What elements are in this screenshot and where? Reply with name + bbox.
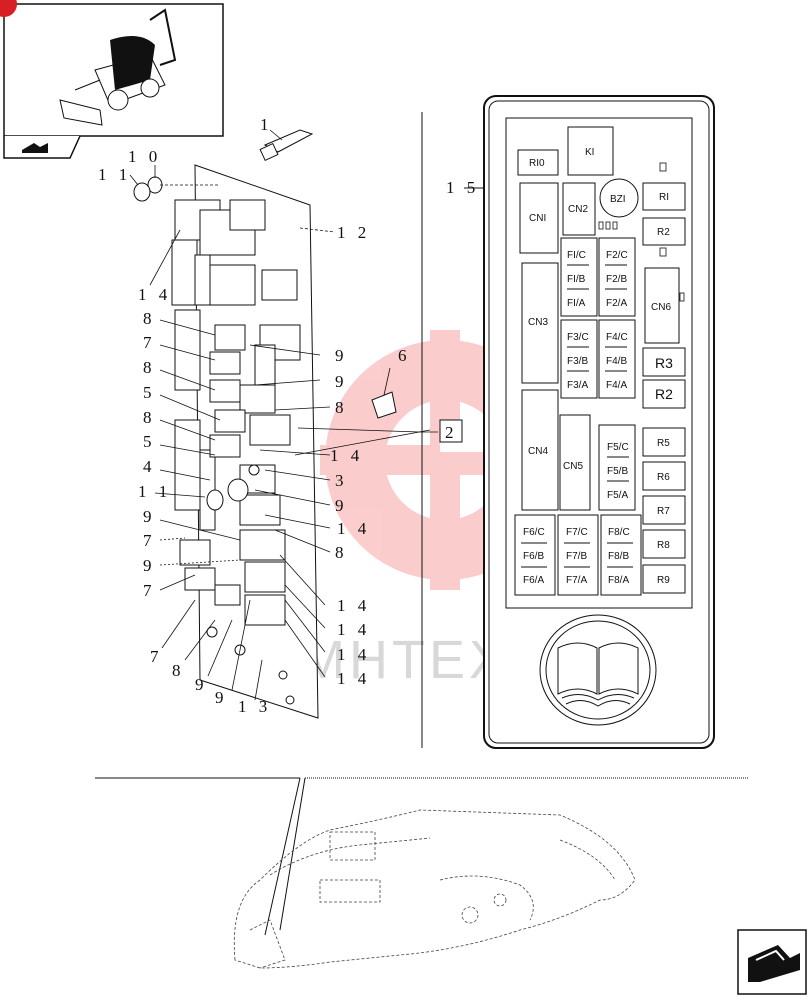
relay-r1-label: RI (659, 192, 669, 203)
callout-14: 1 4 (337, 620, 370, 639)
callout-4: 4 (143, 457, 156, 476)
red-badge-icon (0, 0, 17, 17)
callout-8: 8 (172, 661, 185, 680)
relay-r5-label: R5 (657, 438, 670, 449)
fuse-f2b-label: F2/B (606, 274, 627, 285)
fuse-f7c-label: F7/C (566, 527, 588, 538)
page-turn-arrow-icon[interactable] (737, 929, 807, 995)
callout-7: 7 (143, 333, 156, 352)
connector-cn6-label: CN6 (651, 302, 671, 313)
callout-14: 1 4 (337, 596, 370, 615)
screw-part-6 (371, 391, 397, 419)
relay-r3-label: R3 (655, 355, 673, 371)
fuse-f3c-label: F3/C (567, 332, 589, 343)
connector-cn5-label: CN5 (563, 461, 583, 472)
page-badge (0, 0, 17, 17)
fuse-f2c-label: F2/C (606, 250, 628, 261)
callout-11: 1 1 (98, 165, 131, 184)
fuse-panel-label: RI0 KI CNI CN2 BZI RI R2 CN3 CN6 FI/C FI… (483, 95, 715, 749)
fuse-f7a-label: F7/A (566, 575, 587, 586)
callout-8: 8 (143, 358, 156, 377)
callout-13: 1 3 (238, 697, 271, 716)
callout-12: 1 2 (337, 223, 370, 242)
connector-cn1-label: CNI (529, 213, 546, 224)
callout-14: 1 4 (337, 669, 370, 688)
relay-r2-label: R2 (655, 386, 673, 402)
callout-8: 8 (143, 309, 156, 328)
callout-8: 8 (335, 398, 348, 417)
thumbnail-frame (3, 3, 224, 159)
callout-3: 3 (335, 471, 348, 490)
fuse-f3a-label: F3/A (567, 380, 588, 391)
watermark-text: MHTEX (300, 630, 509, 690)
callout-11: 1 1 (138, 482, 171, 501)
callout-7: 7 (143, 581, 156, 600)
callout-14: 1 4 (330, 446, 363, 465)
fuse-f4b-label: F4/B (606, 356, 627, 367)
callout-6: 6 (398, 346, 411, 365)
fuse-f6b-label: F6/B (523, 551, 544, 562)
callout-8: 8 (335, 543, 348, 562)
fuse-f6c-label: F6/C (523, 527, 545, 538)
relay-r10-label: RI0 (529, 158, 545, 169)
fuse-f6a-label: F6/A (523, 575, 544, 586)
callout-15: 1 5 (446, 178, 479, 197)
relay-r2-top-label: R2 (657, 227, 670, 238)
leader-lines (129, 129, 438, 701)
fuse-f1a-label: FI/A (567, 298, 586, 309)
small-arrow-icon (22, 143, 48, 153)
callout-9: 9 (335, 372, 348, 391)
relay-k1-label: KI (585, 147, 594, 158)
callout-9: 9 (195, 675, 208, 694)
fuse-f8c-label: F8/C (608, 527, 630, 538)
backhoe-loader-thumbnail (59, 8, 177, 126)
fuse-f3b-label: F3/B (567, 356, 588, 367)
callout-9: 9 (215, 688, 228, 707)
relay-r6-label: R6 (657, 472, 670, 483)
callout-labels: 1 1 0 1 1 1 2 1 4 8 7 8 5 8 5 4 1 1 9 7 … (98, 115, 479, 716)
callout-8: 8 (143, 408, 156, 427)
connector-cn3-label: CN3 (528, 317, 548, 328)
fuse-f5c-label: F5/C (607, 442, 629, 453)
connector-cn4-label: CN4 (528, 446, 548, 457)
callout-14: 1 4 (337, 519, 370, 538)
fuse-f2a-label: F2/A (606, 298, 627, 309)
fuse-f5a-label: F5/A (607, 490, 628, 501)
callout-2-box (439, 419, 463, 443)
callout-7: 7 (150, 647, 163, 666)
fuse-board-assembly (171, 164, 319, 719)
location-view (95, 777, 748, 969)
callout-9: 9 (335, 346, 348, 365)
fuse-f1b-label: FI/B (567, 274, 586, 285)
screw-part-1 (259, 129, 314, 162)
callout-9: 9 (143, 556, 156, 575)
fuse-f4a-label: F4/A (606, 380, 627, 391)
fuse-f7b-label: F7/B (566, 551, 587, 562)
fuse-f8a-label: F8/A (608, 575, 629, 586)
callout-14: 1 4 (337, 645, 370, 664)
connector-cn2-label: CN2 (568, 204, 588, 215)
fuse-f4c-label: F4/C (606, 332, 628, 343)
fuse-f5b-label: F5/B (607, 466, 628, 477)
callout-10: 1 0 (128, 147, 161, 166)
callout-9: 9 (143, 507, 156, 526)
relay-blocks (171, 199, 301, 626)
callout-5: 5 (143, 383, 156, 402)
callout-5: 5 (143, 432, 156, 451)
book-manual-icon (539, 614, 657, 726)
callout-7: 7 (143, 531, 156, 550)
fuse-f8b-label: F8/B (608, 551, 629, 562)
callout-9: 9 (335, 496, 348, 515)
callout-1: 1 (260, 115, 273, 134)
relay-r8-label: R8 (657, 540, 670, 551)
callout-14: 1 4 (138, 285, 171, 304)
callout-2: 2 (445, 423, 458, 442)
relay-r7-label: R7 (657, 506, 670, 517)
buzzer-bz1-label: BZI (610, 194, 626, 205)
fuse-f1c-label: FI/C (567, 250, 586, 261)
relay-r9-label: R9 (657, 575, 670, 586)
nut-11 (133, 182, 151, 202)
